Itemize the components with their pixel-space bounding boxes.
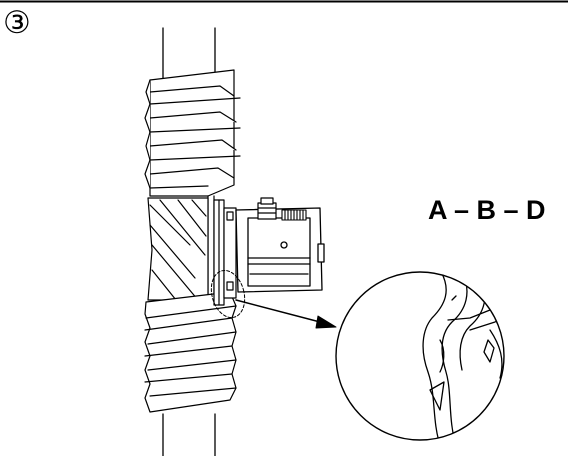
- detail-marker: [210, 269, 246, 319]
- insulation-wrap-lower: [144, 291, 237, 413]
- mounting-bracket: [213, 199, 237, 306]
- leader-arrowhead: [315, 315, 337, 329]
- variant-label: A – B – D: [428, 195, 546, 225]
- insulation-wrap-upper: [144, 69, 241, 197]
- magnified-detail: [335, 271, 505, 441]
- insulation-wrap-middle: [147, 197, 209, 301]
- leader-line: [235, 299, 321, 323]
- step-number-label: ③: [3, 5, 31, 41]
- sensor-housing: [235, 207, 325, 293]
- connector-knurl: [281, 209, 307, 221]
- cable-gland: [257, 197, 277, 220]
- pipe-lower: [162, 413, 216, 456]
- pipe-middle: [207, 195, 215, 301]
